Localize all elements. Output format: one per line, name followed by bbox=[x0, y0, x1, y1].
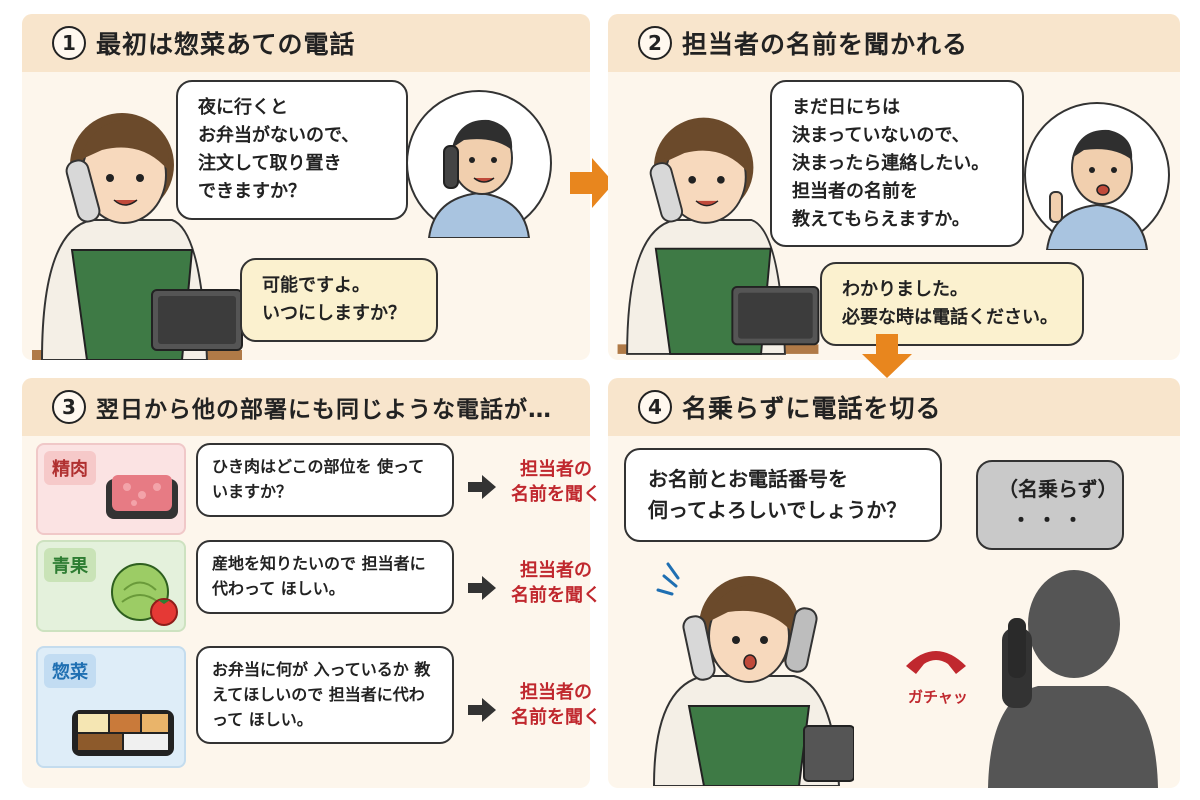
caller-speech-bubble: （名乗らず） ・・・ bbox=[976, 460, 1124, 550]
panel-title: 名乗らずに電話を切る bbox=[682, 394, 942, 423]
arrow-right-icon bbox=[570, 158, 614, 208]
arrow-down-icon bbox=[862, 334, 912, 378]
ground-meat-icon bbox=[106, 475, 178, 519]
panel-2: 2 担当者の名前を聞かれる まだ日にちは 決まっていないので、 決まったら連絡し… bbox=[608, 14, 1180, 360]
result-text: 担当者の 名前を聞く bbox=[511, 682, 601, 729]
bento-box-icon bbox=[72, 710, 174, 756]
panel-title: 最初は惣菜あての電話 bbox=[96, 30, 356, 59]
caller-silhouette bbox=[988, 570, 1158, 788]
arrow-right-icon bbox=[468, 698, 496, 722]
customer-speech-bubble: まだ日にちは 決まっていないので、 決まったら連絡したい。 担当者の名前を 教え… bbox=[770, 80, 1024, 248]
question-bubble: お弁当に何が 入っているか 教えてほしいので 担当者に代わって ほしい。 bbox=[196, 646, 454, 745]
arrow-right-icon bbox=[468, 576, 496, 600]
worried-staff-illustration bbox=[652, 562, 854, 786]
staff-speech-bubble: 可能ですよ。 いつにしますか？ bbox=[240, 258, 438, 342]
customer-man-portrait bbox=[1024, 102, 1170, 250]
produce-category-box: 青果 bbox=[36, 540, 186, 632]
step-number: 1 bbox=[52, 26, 86, 60]
customer-speech-bubble: 夜に行くと お弁当がないので、 注文して取り置き できますか？ bbox=[176, 80, 408, 220]
step-number: 3 bbox=[52, 390, 86, 424]
dept-label: 精肉 bbox=[44, 451, 96, 485]
staff-woman-illustration bbox=[617, 117, 820, 355]
arrow-right-icon bbox=[468, 475, 496, 499]
panel-title: 担当者の名前を聞かれる bbox=[682, 30, 969, 59]
department-row-produce: 青果 産地を知りたいので 担当者に代わって ほしい。 担当者の 名前を聞く bbox=[36, 540, 601, 640]
question-bubble: 産地を知りたいので 担当者に代わって ほしい。 bbox=[196, 540, 454, 614]
staff-woman-illustration bbox=[32, 113, 243, 360]
panel-2-header: 2 担当者の名前を聞かれる bbox=[608, 14, 1180, 72]
deli-category-box: 惣菜 bbox=[36, 646, 186, 768]
step-number: 4 bbox=[638, 390, 672, 424]
panel-1: 1 最初は惣菜あての電話 夜に行くと お弁当がないので、 注文して取り置き でき… bbox=[22, 14, 590, 360]
cabbage-tomato-icon bbox=[111, 563, 178, 626]
department-row-deli: 惣菜 お弁当に何が 入っているか 教えてほしいので 担当者に代わって ほしい。 … bbox=[36, 646, 601, 786]
hang-up-sound-text: ガチャッ bbox=[908, 688, 968, 706]
result-text: 担当者の 名前を聞く bbox=[511, 459, 601, 506]
customer-man-portrait bbox=[406, 90, 552, 238]
panel-1-header: 1 最初は惣菜あての電話 bbox=[22, 14, 590, 72]
dept-label: 青果 bbox=[44, 548, 96, 582]
dept-label: 惣菜 bbox=[44, 654, 96, 688]
department-row-meat: 精肉 ひき肉はどこの部位を 使っていますか？ 担当者の 名前を聞く bbox=[36, 443, 601, 543]
staff-speech-bubble: わかりました。 必要な時は電話ください。 bbox=[820, 262, 1084, 346]
panel-4-header: 4 名乗らずに電話を切る bbox=[608, 378, 1180, 436]
step-number: 2 bbox=[638, 26, 672, 60]
panel-title: 翌日から他の部署にも同じような電話が… bbox=[96, 397, 552, 423]
panel-3-header: 3 翌日から他の部署にも同じような電話が… bbox=[22, 378, 590, 436]
result-text: 担当者の 名前を聞く bbox=[511, 560, 601, 607]
question-bubble: ひき肉はどこの部位を 使っていますか？ bbox=[196, 443, 454, 517]
panel-4: 4 名乗らずに電話を切る お名前とお電話番号を 伺ってよろしいでしょうか？ （名… bbox=[608, 378, 1180, 788]
hang-up-phone-icon bbox=[906, 651, 966, 674]
meat-category-box: 精肉 bbox=[36, 443, 186, 535]
staff-speech-bubble: お名前とお電話番号を 伺ってよろしいでしょうか？ bbox=[624, 448, 942, 542]
